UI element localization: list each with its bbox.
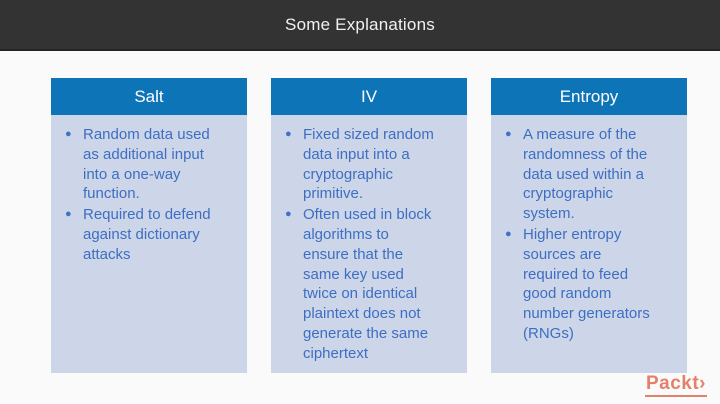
list-item: ● Higher entropy sources are required to… (505, 225, 655, 344)
bullet-icon: ● (505, 227, 512, 240)
column-entropy-body: ● A measure of the randomness of the dat… (491, 115, 687, 373)
column-iv-header: IV (271, 78, 467, 115)
list-item: ● Required to defend against dictionary … (65, 205, 215, 264)
slide-title: Some Explanations (285, 14, 435, 34)
bullet-text: Higher entropy sources are required to f… (523, 225, 650, 342)
list-item: ● Often used in block algorithms to ensu… (285, 205, 435, 363)
packt-logo-text: Packt (645, 373, 700, 394)
bullet-icon: ● (65, 128, 72, 140)
bullet-icon: ● (65, 208, 72, 221)
bullet-list: ● A measure of the randomness of the dat… (505, 125, 655, 344)
column-iv: IV ● Fixed sized random data input into … (271, 78, 467, 373)
bullet-icon: ● (285, 208, 292, 221)
columns-container: Salt ● Random data used as additional in… (51, 78, 687, 373)
list-item: ● Random data used as additional input i… (65, 125, 215, 204)
packt-logo: Packt› (644, 373, 707, 397)
bullet-text: Often used in block algorithms to ensure… (303, 206, 432, 362)
column-salt-body: ● Random data used as additional input i… (51, 115, 247, 373)
bullet-list: ● Random data used as additional input i… (65, 125, 215, 265)
bullet-list: ● Fixed sized random data input into a c… (285, 125, 435, 364)
column-entropy-header: Entropy (491, 78, 687, 115)
column-iv-body: ● Fixed sized random data input into a c… (271, 115, 467, 373)
column-salt-header: Salt (51, 78, 247, 115)
bullet-icon: ● (285, 128, 292, 140)
column-entropy: Entropy ● A measure of the randomness of… (491, 78, 687, 373)
bullet-icon: ● (505, 128, 512, 140)
column-salt: Salt ● Random data used as additional in… (51, 78, 247, 373)
bullet-text: Required to defend against dictionary at… (83, 206, 211, 263)
bullet-text: Random data used as additional input int… (83, 126, 210, 203)
list-item: ● Fixed sized random data input into a c… (285, 125, 435, 204)
list-item: ● A measure of the randomness of the dat… (505, 125, 655, 224)
chevron-right-icon: › (699, 373, 706, 394)
bullet-text: A measure of the randomness of the data … (523, 126, 648, 223)
bullet-text: Fixed sized random data input into a cry… (303, 126, 434, 203)
title-bar: Some Explanations (0, 0, 720, 51)
